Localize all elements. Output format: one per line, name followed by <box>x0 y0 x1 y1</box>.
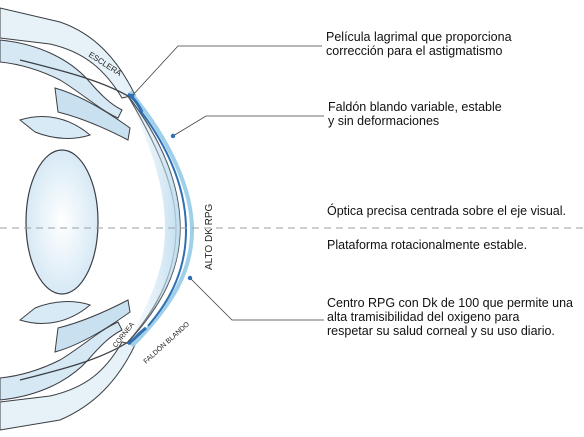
iris-lower <box>54 299 131 353</box>
leader-faldon-dot <box>170 133 176 139</box>
label-alto-dk-rpg: ALTO DK RPG <box>204 203 215 270</box>
callout-centro: Centro RPG con Dk de 100 que permite una… <box>327 296 573 338</box>
leader-pelicula <box>131 45 322 97</box>
contact-lens-rgp <box>139 109 188 327</box>
cornea-glow <box>128 96 180 342</box>
ciliary-lower <box>18 301 92 324</box>
ciliary-upper <box>18 116 92 139</box>
upper-eyelid-inner <box>0 39 123 119</box>
leader-faldon <box>172 115 324 137</box>
crystalline-lens <box>25 149 99 295</box>
leader-centro <box>189 277 324 321</box>
contact-lens-skirt-bottom <box>127 326 147 346</box>
leader-centro-dot <box>187 275 193 281</box>
leader-pelicula-dot <box>129 93 135 99</box>
contact-lens-outer <box>128 90 195 348</box>
lower-eyelid-inner <box>0 321 123 401</box>
iris-upper <box>54 87 131 141</box>
callout-plataforma: Plataforma rotacionalmente estable. <box>327 238 528 252</box>
callout-optica: Óptica precisa centrada sobre el eje vis… <box>327 204 567 218</box>
callout-pelicula: Película lagrimal que proporciona correc… <box>326 30 512 58</box>
contact-lens-skirt-top <box>127 92 144 113</box>
callout-faldon: Faldón blando variable, estable y sin de… <box>328 100 502 128</box>
